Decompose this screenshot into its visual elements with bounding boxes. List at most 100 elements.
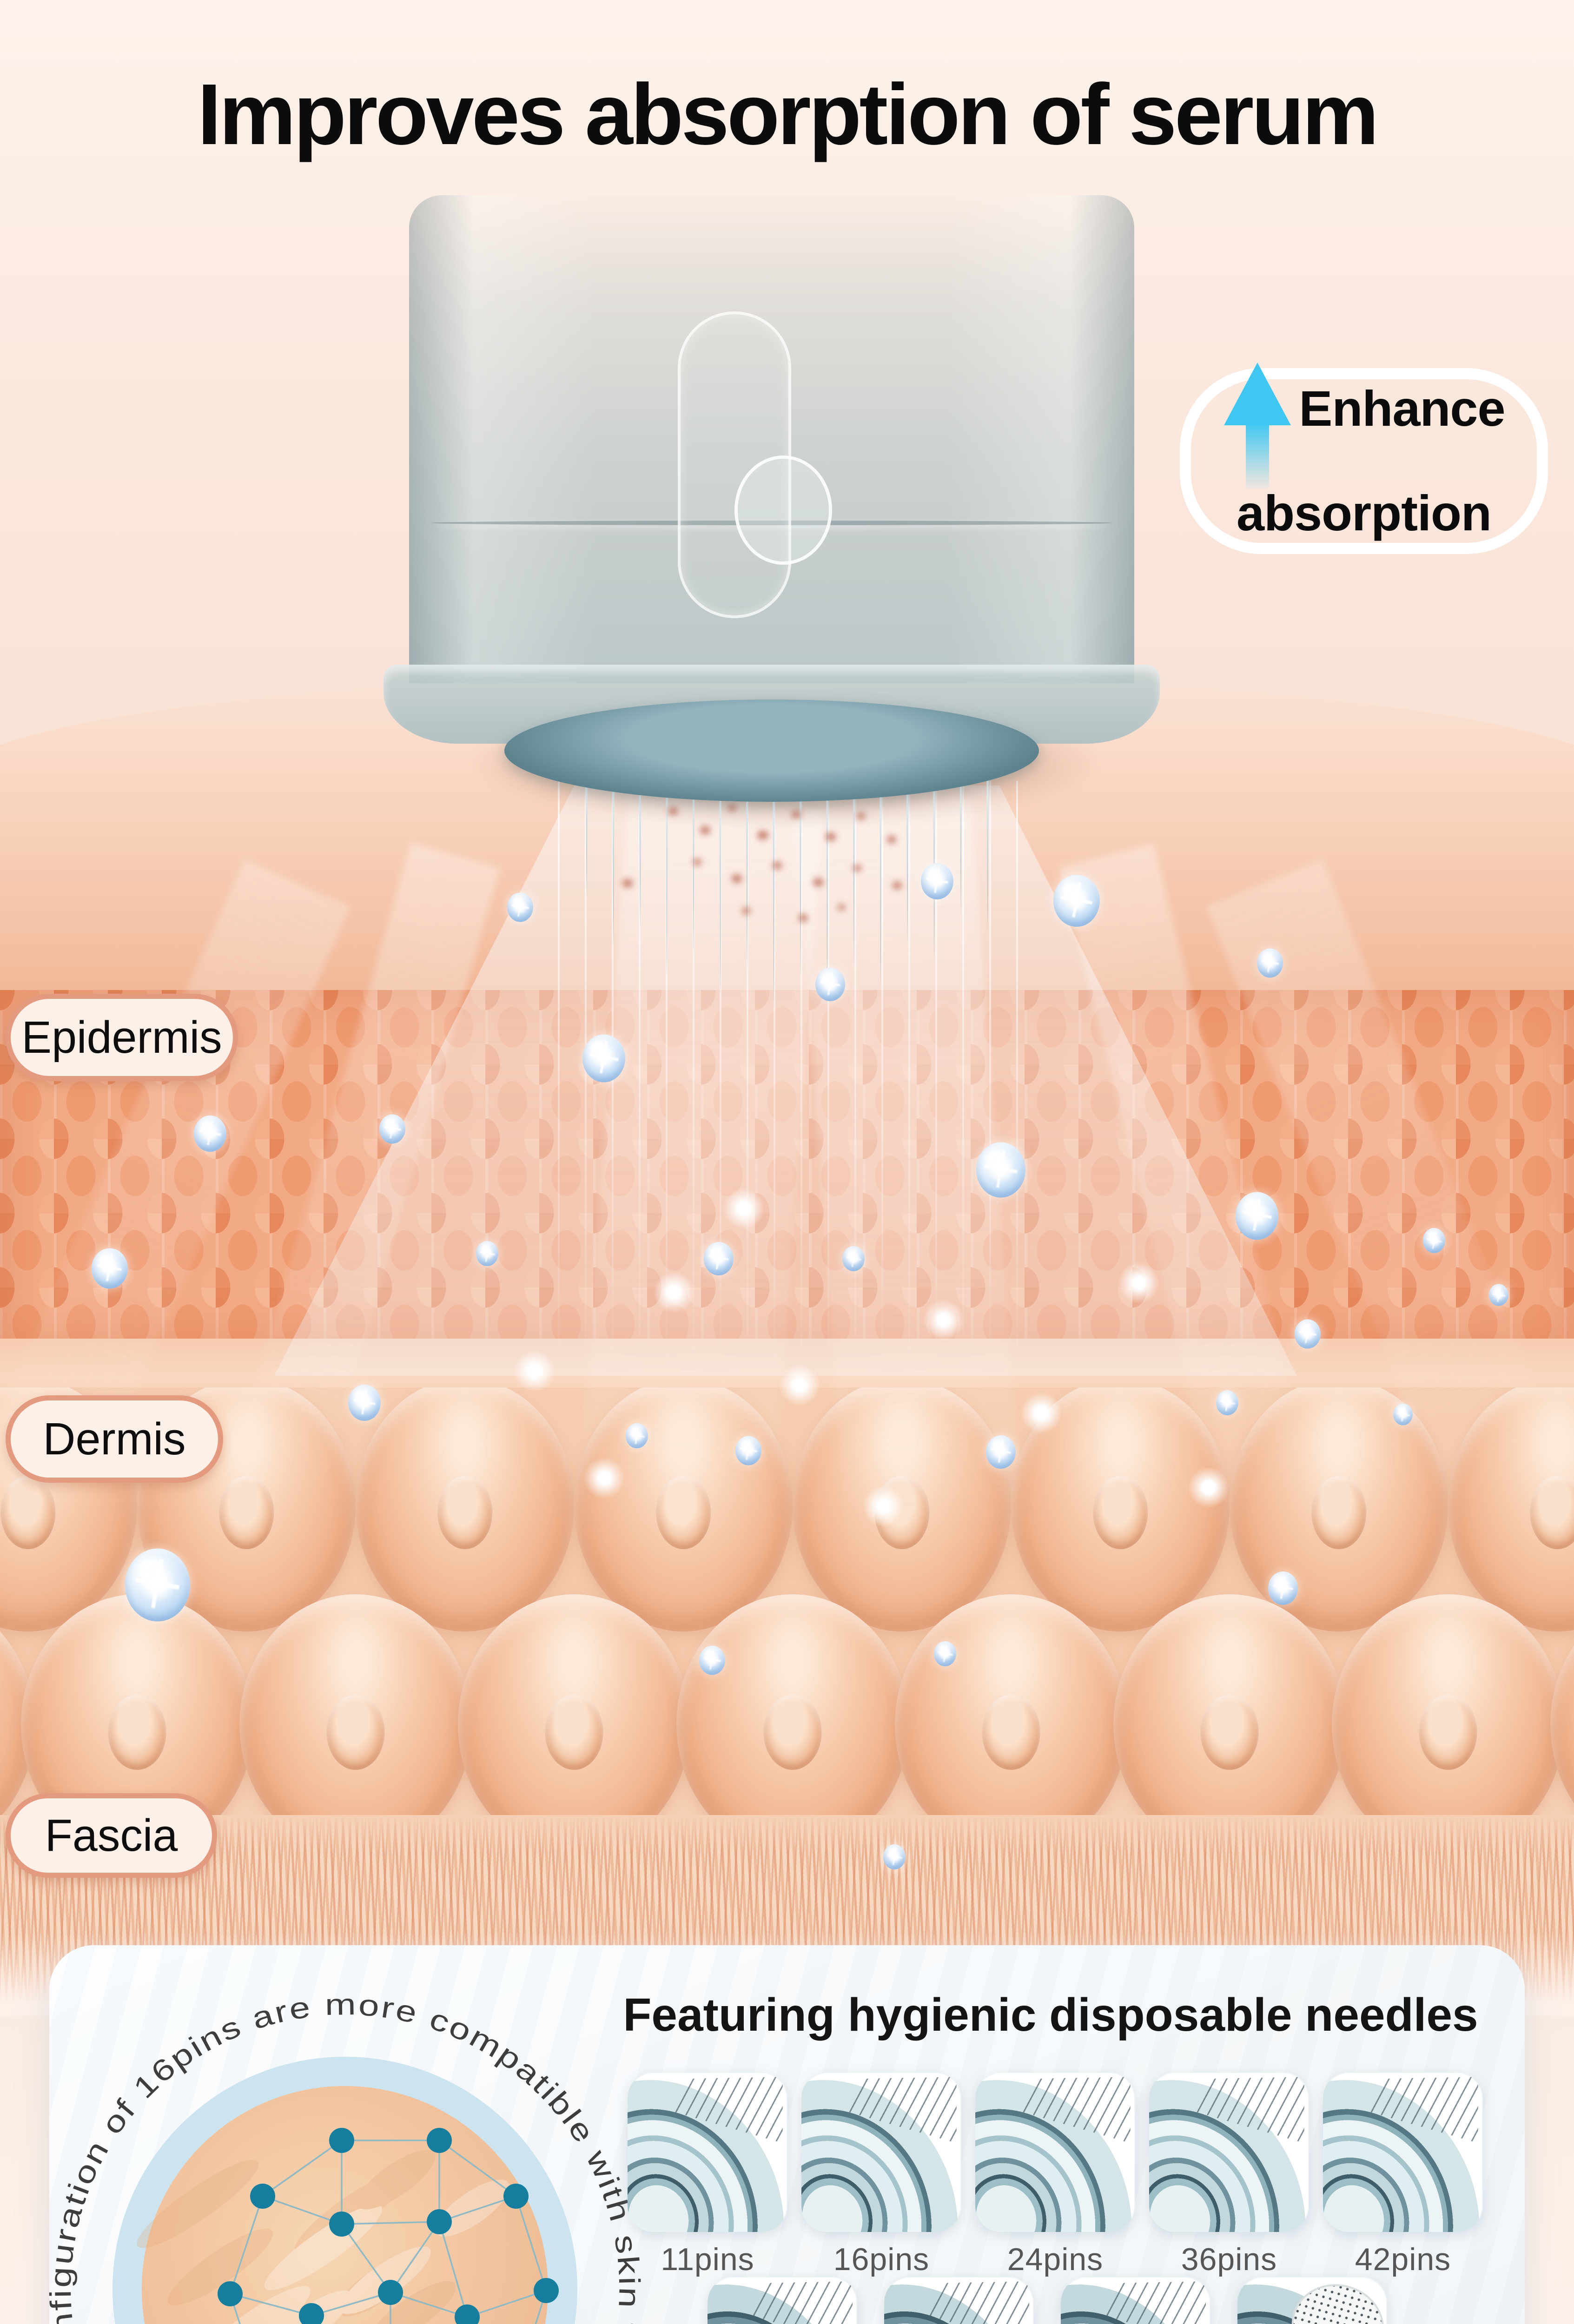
cartridge-hole (734, 456, 832, 565)
pin-dot (427, 2128, 452, 2153)
layer-label: Fascia (45, 1810, 178, 1861)
serum-droplet (1053, 875, 1100, 927)
up-arrow-icon (1223, 363, 1292, 489)
dermis-cell (1011, 1387, 1230, 1631)
needle-cartridge-image (1237, 2277, 1387, 2324)
serum-droplet (842, 1246, 865, 1271)
needle-option: 24pins (975, 2072, 1135, 2278)
pin-dot (534, 2278, 559, 2303)
serum-droplet (815, 968, 845, 1001)
dermis-cell (458, 1594, 690, 1834)
needle-plate (504, 700, 1039, 802)
serum-droplet (934, 1641, 956, 1666)
serum-droplet (379, 1114, 405, 1144)
serum-droplet (194, 1116, 226, 1152)
pin-network (218, 2128, 559, 2324)
needle-cartridge-image (628, 2072, 787, 2232)
pin-dot (250, 2184, 275, 2209)
cartridge-graphic (801, 2072, 961, 2232)
serum-droplet (699, 1645, 725, 1675)
pin-dot (329, 2128, 354, 2153)
dermis-cell (356, 1387, 574, 1631)
dermis-cell (574, 1387, 793, 1631)
needle-option: Nano-5D (1061, 2277, 1210, 2324)
dermis-cell (239, 1594, 472, 1834)
serum-droplet (921, 863, 953, 899)
dermis-cell (676, 1594, 909, 1834)
serum-droplet (582, 1034, 625, 1083)
serum-droplet (1295, 1319, 1321, 1349)
cartridge-graphic (884, 2277, 1034, 2324)
serum-droplet (626, 1423, 648, 1448)
needle-cartridge-image (1061, 2277, 1210, 2324)
needle-option: 36pins (1149, 2072, 1309, 2278)
needle-cartridge-image (884, 2277, 1034, 2324)
serum-droplet (1393, 1403, 1413, 1426)
serum-droplet (704, 1242, 734, 1275)
needle-option: Nano-R (1237, 2277, 1387, 2324)
needle-row-2: Nano-SNano-3DNano-5DNano-R (708, 2277, 1387, 2324)
badge-row: Enhance (1223, 363, 1506, 489)
cartridge-graphic (975, 2072, 1135, 2232)
needle-cartridge-image (1323, 2072, 1483, 2232)
label-fascia: Fascia (6, 1793, 217, 1878)
badge-line-1: Enhance (1299, 380, 1505, 437)
dermis-cell (895, 1594, 1127, 1834)
serum-droplet (1489, 1284, 1508, 1306)
serum-droplet (1268, 1571, 1298, 1605)
dermis-cell (1448, 1387, 1574, 1631)
pin-dot (503, 2184, 529, 2209)
pin-dot (329, 2212, 354, 2237)
serum-droplet (1236, 1192, 1278, 1240)
needle-option-label: 16pins (833, 2242, 930, 2277)
panel-title: Featuring hygienic disposable needles (623, 1989, 1478, 2041)
needle-cartridge-image (708, 2277, 857, 2324)
pin-dot (378, 2280, 403, 2305)
layer-label: Epidermis (21, 1012, 222, 1063)
label-epidermis: Epidermis (6, 994, 238, 1081)
needle-option-label: 11pins (661, 2242, 754, 2277)
needle-option: 16pins (801, 2072, 961, 2278)
cartridge-graphic (1237, 2277, 1387, 2324)
dermis-cell (1230, 1387, 1448, 1631)
dermis-layer (0, 1387, 1574, 1834)
cartridge-graphic (708, 2277, 857, 2324)
needle-option-label: 24pins (1007, 2242, 1104, 2277)
label-dermis: Dermis (6, 1395, 223, 1483)
serum-droplet (986, 1435, 1016, 1469)
needle-option: 42pins (1323, 2072, 1483, 2278)
dermis-cell (793, 1387, 1011, 1631)
needle-cartridge-image (801, 2072, 961, 2232)
enhance-absorption-badge: Enhance absorption (1180, 363, 1548, 554)
needle-cartridge-image (975, 2072, 1135, 2232)
serum-droplet (507, 892, 533, 922)
needle-option-label: 42pins (1355, 2242, 1451, 2277)
dermis-cell (1113, 1594, 1346, 1834)
serum-droplet (1423, 1228, 1445, 1253)
cartridge-graphic (1061, 2277, 1210, 2324)
serum-droplet (976, 1142, 1025, 1198)
cartridge-graphic (1149, 2072, 1309, 2232)
serum-droplet (92, 1248, 128, 1289)
serum-droplet (476, 1241, 498, 1266)
serum-droplet (883, 1844, 906, 1869)
layer-label: Dermis (43, 1413, 186, 1464)
pin-configuration-circle: The configuration of 16pins are more com… (46, 1987, 645, 2324)
badge-line-2: absorption (1237, 485, 1492, 541)
pin-dot (427, 2209, 452, 2234)
needle-option: Nano-3D (884, 2277, 1034, 2324)
page-title: Improves absorption of serum (197, 66, 1379, 163)
cartridge-graphic (628, 2072, 787, 2232)
needle-row-1: 11pins 16pins 24pins 36pins 42pins (628, 2072, 1483, 2278)
needle-option-label: 36pins (1181, 2242, 1277, 2277)
serum-droplet (348, 1385, 381, 1421)
pin-dot (455, 2304, 480, 2324)
needle-cartridge-image (1149, 2072, 1309, 2232)
pin-dot (218, 2281, 243, 2306)
dermis-cell (1332, 1594, 1564, 1834)
serum-droplet (735, 1436, 761, 1466)
serum-droplet (1257, 948, 1283, 978)
pin-dot (299, 2303, 324, 2324)
cartridge-graphic (1323, 2072, 1483, 2232)
